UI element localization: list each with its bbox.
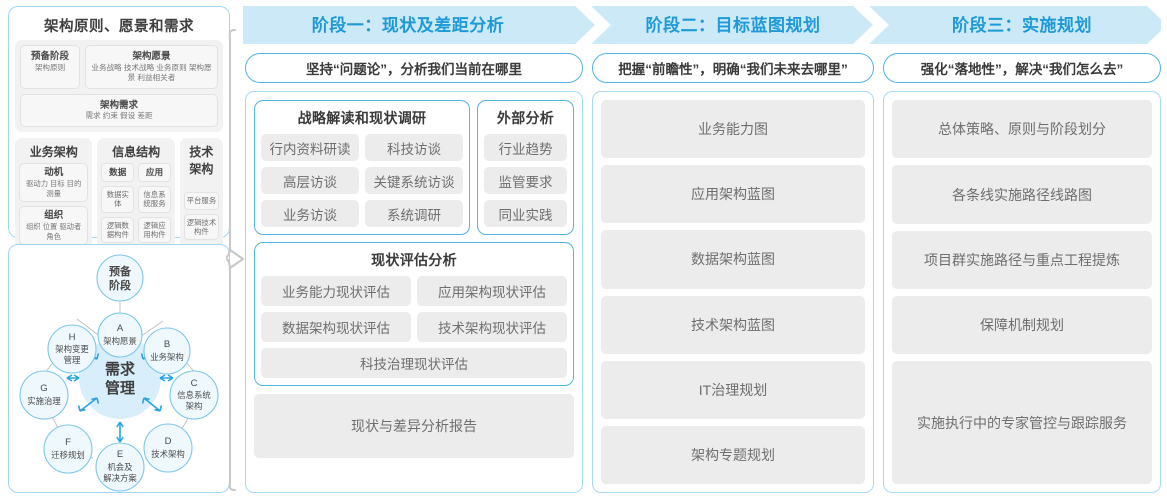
- prelim-head: 预备阶段: [30, 51, 69, 62]
- chip-implementation-item[interactable]: 各条线实施路径线路图: [892, 165, 1152, 224]
- stage-3-subtitle: 强化“落地性”，解决“我们怎么去”: [883, 53, 1161, 83]
- strategy-research-title: 战略解读和现状调研: [297, 110, 427, 126]
- chip-external-item[interactable]: 同业实践: [484, 200, 567, 227]
- stage-2-header: 阶段二：目标蓝图规划: [645, 16, 821, 35]
- togaf-framework-panel: 架构原则、愿景和需求 预备阶段 架构原则 架构愿景 业务战略 技术战略 业务原则…: [8, 6, 230, 351]
- adm-node-e-label1: 机会及: [107, 462, 133, 472]
- framework-title: 架构原则、愿景和需求: [44, 19, 194, 35]
- chip-blueprint-item[interactable]: 数据架构蓝图: [601, 230, 865, 289]
- chip-strategy-item[interactable]: 关键系统访谈: [365, 167, 463, 194]
- stage-3-body: 总体策略、原则与阶段划分 各条线实施路径线路图 项目群实施路径与重点工程提炼 保…: [883, 91, 1161, 493]
- stage-2-item-list: 业务能力图 应用架构蓝图 数据架构蓝图 技术架构蓝图 IT治理规划 架构专题规划: [601, 100, 865, 485]
- information-head: 信息结构: [112, 145, 161, 160]
- adm-node-a-label: 架构愿景: [103, 336, 137, 346]
- chip-blueprint-item[interactable]: 业务能力图: [601, 100, 865, 159]
- prelim-cell: 预备阶段 架构原则: [20, 45, 80, 89]
- stage-1-report-chip[interactable]: 现状与差异分析报告: [254, 394, 574, 458]
- adm-cycle-panel: 需求 管理 预备 阶段 A: [8, 244, 230, 493]
- chip-implementation-item[interactable]: 项目群实施路径与重点工程提炼: [892, 230, 1152, 290]
- chip-blueprint-item[interactable]: 应用架构蓝图: [601, 165, 865, 224]
- stage-3-item-list: 总体策略、原则与阶段划分 各条线实施路径线路图 项目群实施路径与重点工程提炼 保…: [892, 100, 1152, 484]
- stage-2-subtitle: 把握“前瞻性”，明确“我们未来去哪里”: [592, 53, 874, 83]
- business-item: 动机 驱动力 目标 目的 测量: [19, 163, 89, 203]
- chip-assessment-item[interactable]: 技术架构现状评估: [417, 312, 567, 342]
- current-state-assessment-group: 现状评估分析 业务能力现状评估 应用架构现状评估 数据架构现状评估 技术架构现状…: [254, 242, 574, 386]
- adm-hub-line2: 管理: [105, 379, 135, 397]
- stage-1-header: 阶段一：现状及差距分析: [311, 16, 505, 35]
- chip-strategy-item[interactable]: 业务访谈: [261, 200, 359, 227]
- chip-blueprint-item[interactable]: 架构专题规划: [601, 425, 865, 485]
- framework-top-group: 预备阶段 架构原则 架构愿景 业务战略 技术战略 业务原则 架构愿景 利益相关者…: [15, 40, 223, 133]
- current-state-title: 现状评估分析: [371, 252, 457, 268]
- chip-external-item[interactable]: 行业趋势: [484, 134, 567, 161]
- adm-node-d[interactable]: [143, 423, 193, 473]
- adm-node-f-letter: F: [65, 437, 71, 448]
- chip-strategy-item[interactable]: 系统调研: [365, 200, 463, 227]
- adm-cycle-diagram: 需求 管理 预备 阶段 A: [19, 254, 219, 492]
- chip-assessment-item[interactable]: 应用架构现状评估: [417, 276, 567, 306]
- stage-3-header: 阶段三：实施规划: [952, 16, 1092, 35]
- adm-node-c-letter: C: [191, 378, 198, 389]
- connector-bracket: [226, 28, 245, 492]
- adm-node-h-letter: H: [69, 332, 76, 343]
- chip-implementation-item[interactable]: 总体策略、原则与阶段划分: [892, 100, 1152, 159]
- adm-node-g-letter: G: [40, 383, 47, 394]
- chip-external-item[interactable]: 监管要求: [484, 167, 567, 194]
- stage-2-body: 业务能力图 应用架构蓝图 数据架构蓝图 技术架构蓝图 IT治理规划 架构专题规划: [592, 91, 874, 493]
- vision-head: 架构愿景: [132, 51, 171, 62]
- adm-node-e[interactable]: [95, 442, 145, 492]
- adm-node-d-label: 技术架构: [151, 449, 185, 459]
- chip-implementation-item[interactable]: 保障机制规划: [892, 296, 1152, 355]
- requirements-head: 架构需求: [99, 99, 138, 111]
- technology-head: 技术架构: [189, 145, 214, 177]
- stage-header-band: [243, 6, 1161, 44]
- adm-node-c[interactable]: [169, 370, 219, 420]
- prelim-sub: 架构原则: [34, 62, 66, 72]
- vision-sub: 业务战略 技术战略 业务原则 架构愿景 利益相关者: [91, 62, 212, 82]
- chip-assessment-item[interactable]: 科技治理现状评估: [261, 348, 567, 378]
- vision-cell: 架构愿景 业务战略 技术战略 业务原则 架构愿景 利益相关者: [85, 45, 218, 89]
- chip-blueprint-item[interactable]: 技术架构蓝图: [601, 295, 865, 354]
- stage-1-body: 战略解读和现状调研 行内资料研读 科技访谈 高层访谈 关键系统访谈 业务访谈 系…: [245, 91, 583, 493]
- adm-node-f[interactable]: [43, 424, 93, 474]
- chip-strategy-item[interactable]: 高层访谈: [261, 167, 359, 194]
- adm-hub-circle: [79, 337, 161, 419]
- adm-node-b[interactable]: [143, 327, 191, 375]
- external-analysis-title: 外部分析: [496, 110, 555, 126]
- adm-node-h-label1: 架构变更: [55, 344, 89, 354]
- strategy-research-group: 战略解读和现状调研 行内资料研读 科技访谈 高层访谈 关键系统访谈 业务访谈 系…: [254, 100, 470, 235]
- stages-region: 阶段一：现状及差距分析 坚持“问题论”，分析我们当前在哪里 战略解读和现状调研 …: [243, 6, 1161, 493]
- business-head: 业务架构: [29, 145, 78, 160]
- adm-preliminary-line1: 预备: [109, 264, 132, 278]
- adm-node-h[interactable]: [47, 324, 97, 374]
- business-item: 组织 组织 位置 驱动者 角色: [19, 206, 89, 246]
- adm-node-a-letter: A: [117, 323, 124, 334]
- adm-hub-line1: 需求: [105, 360, 136, 378]
- adm-node-preliminary[interactable]: [96, 254, 144, 302]
- adm-node-b-letter: B: [164, 339, 170, 350]
- left-column: 架构原则、愿景和需求 预备阶段 架构原则 架构愿景 业务战略 技术战略 业务原则…: [8, 6, 230, 493]
- requirements-sub: 需求 约束 假设 差距: [85, 111, 153, 121]
- external-analysis-group: 外部分析 行业趋势 监管要求 同业实践: [477, 100, 574, 235]
- chip-blueprint-item[interactable]: IT治理规划: [601, 360, 865, 419]
- adm-node-e-letter: E: [117, 449, 123, 460]
- chip-strategy-item[interactable]: 科技访谈: [365, 134, 463, 161]
- adm-node-d-letter: D: [165, 436, 172, 447]
- chip-strategy-item[interactable]: 行内资料研读: [261, 134, 359, 161]
- chip-implementation-item[interactable]: 实施执行中的专家管控与跟踪服务: [892, 361, 1152, 484]
- chip-assessment-item[interactable]: 业务能力现状评估: [261, 276, 411, 306]
- adm-node-g[interactable]: [19, 370, 69, 420]
- adm-node-c-label1: 信息系统: [177, 390, 211, 400]
- chip-assessment-item[interactable]: 数据架构现状评估: [261, 312, 411, 342]
- adm-node-b-label: 业务架构: [150, 352, 184, 362]
- adm-node-c-label2: 架构: [186, 401, 203, 411]
- adm-node-f-label: 迁移规划: [51, 450, 85, 460]
- adm-node-e-label2: 解决方案: [103, 473, 137, 483]
- adm-preliminary-line2: 阶段: [109, 278, 131, 292]
- adm-node-h-label2: 管理: [64, 355, 81, 365]
- adm-node-g-label: 实施治理: [27, 396, 61, 406]
- requirements-cell: 架构需求 需求 约束 假设 差距: [20, 93, 218, 128]
- stage-1-subtitle: 坚持“问题论”，分析我们当前在哪里: [245, 53, 583, 83]
- adm-node-a[interactable]: [97, 312, 143, 358]
